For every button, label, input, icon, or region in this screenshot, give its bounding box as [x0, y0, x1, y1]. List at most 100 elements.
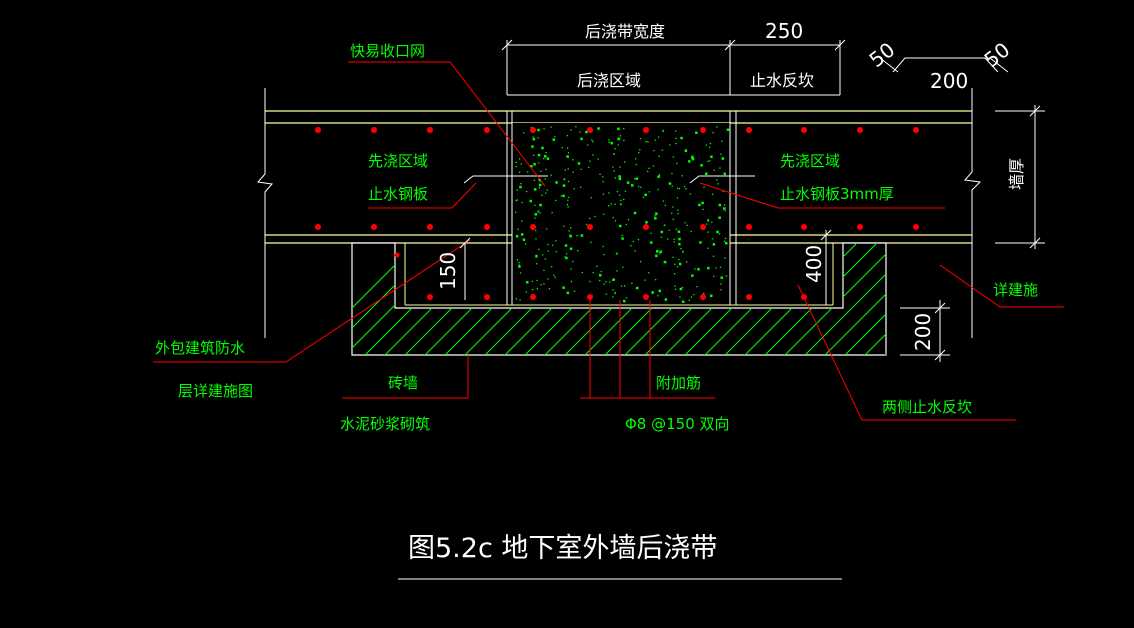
- aggregate-dot: [546, 228, 548, 230]
- aggregate-dot: [712, 131, 714, 134]
- aggregate-dot: [544, 178, 546, 180]
- aggregate-dot: [644, 193, 647, 197]
- aggregate-dot: [630, 245, 632, 247]
- aggregate-dot: [640, 260, 642, 263]
- aggregate-dot: [600, 270, 602, 273]
- aggregate-dot: [635, 286, 639, 290]
- aggregate-dot: [523, 132, 525, 134]
- aggregate-dot: [723, 240, 726, 242]
- aggregate-dot: [658, 289, 661, 293]
- aggregate-dot: [608, 192, 610, 194]
- aggregate-dot: [675, 130, 677, 132]
- aggregate-dot: [580, 168, 582, 170]
- aggregate-dot: [536, 288, 538, 290]
- aggregate-dot: [698, 203, 701, 207]
- aggregate-dot: [681, 175, 683, 177]
- rebar-dot: [530, 294, 536, 300]
- label-dim-200-top: 200: [930, 69, 968, 93]
- aggregate-dot: [563, 225, 565, 227]
- aggregate-dot: [610, 203, 612, 205]
- aggregate-dot: [546, 157, 550, 160]
- aggregate-dot: [619, 224, 622, 228]
- aggregate-dot: [662, 130, 664, 132]
- label-rebar-spec: Φ8 @150 双向: [625, 415, 730, 433]
- aggregate-dot: [676, 197, 679, 199]
- aggregate-dot: [617, 144, 619, 146]
- hatch-line: [839, 243, 886, 355]
- rebar-dot: [484, 294, 490, 300]
- aggregate-dot: [693, 293, 695, 296]
- aggregate-dot: [677, 212, 679, 215]
- aggregate-dot: [525, 243, 527, 245]
- aggregate-dot: [587, 144, 589, 146]
- aggregate-dot: [685, 149, 687, 151]
- aggregate-dot: [614, 292, 616, 294]
- aggregate-dot: [555, 181, 558, 184]
- label-zhuanqiang: 砖墙: [388, 374, 418, 392]
- aggregate-dot: [538, 162, 540, 164]
- aggregate-dot: [614, 203, 616, 205]
- aggregate-dot: [702, 208, 704, 211]
- aggregate-dot: [675, 228, 678, 230]
- aggregate-dot: [701, 201, 704, 205]
- rebar-dot: [587, 294, 593, 300]
- aggregate-dot: [648, 272, 650, 274]
- aggregate-dot: [533, 179, 535, 181]
- aggregate-dot: [623, 299, 626, 303]
- rebar-dot: [643, 294, 649, 300]
- aggregate-dot: [685, 188, 687, 190]
- aggregate-dot: [605, 281, 607, 283]
- rebar-dot: [700, 224, 706, 230]
- aggregate-dot: [612, 278, 616, 281]
- aggregate-dot: [519, 299, 521, 301]
- aggregate-dot: [526, 281, 529, 284]
- aggregate-dot: [691, 157, 695, 161]
- aggregate-dot: [610, 141, 613, 145]
- aggregate-dot: [647, 141, 649, 143]
- aggregate-dot: [656, 251, 658, 253]
- rebar-dot: [643, 127, 649, 133]
- aggregate-dot: [677, 209, 679, 211]
- hatch-line: [799, 243, 886, 355]
- aggregate-dot: [618, 175, 621, 178]
- rebar-dot: [530, 224, 536, 230]
- rebar-dot: [371, 127, 377, 133]
- aggregate-dot: [575, 126, 577, 128]
- label-zhishui-top: 止水反坎: [750, 71, 814, 90]
- aggregate-dot: [608, 141, 610, 143]
- label-qiang-hou: 墙厚: [1007, 158, 1026, 190]
- label-xianjiao-left-2: 止水钢板: [368, 185, 428, 203]
- rebar-dot: [484, 224, 490, 230]
- aggregate-dot: [564, 169, 566, 171]
- aggregate-dot: [608, 205, 610, 207]
- aggregate-dot: [538, 210, 540, 212]
- aggregate-dot: [562, 286, 565, 289]
- hatch-line: [819, 243, 886, 355]
- label-houjiao-width: 后浇带宽度: [585, 22, 665, 41]
- aggregate-dot: [673, 238, 675, 240]
- aggregate-dot: [611, 279, 613, 281]
- aggregate-dot: [536, 263, 538, 265]
- label-kuaiyi-shoukou: 快易收口网: [350, 42, 425, 60]
- aggregate-dot: [534, 204, 536, 206]
- aggregate-dot: [725, 275, 728, 277]
- aggregate-dot: [530, 165, 533, 168]
- aggregate-dot: [570, 280, 572, 283]
- aggregate-dot: [555, 240, 557, 242]
- aggregate-dot: [726, 128, 730, 131]
- aggregate-dot: [658, 174, 661, 176]
- aggregate-dot: [699, 241, 702, 244]
- aggregate-dot: [567, 147, 569, 149]
- rebar-dot: [394, 252, 400, 258]
- aggregate-dot: [572, 171, 574, 173]
- aggregate-dot: [619, 194, 621, 196]
- aggregate-dot: [645, 141, 647, 143]
- aggregate-dot: [657, 188, 659, 191]
- aggregate-dot: [671, 172, 673, 175]
- aggregate-dot: [678, 187, 681, 190]
- aggregate-dot: [599, 173, 601, 175]
- aggregate-dot: [684, 186, 686, 188]
- aggregate-dot: [590, 197, 592, 199]
- label-liangce: 两侧止水反坎: [882, 398, 972, 416]
